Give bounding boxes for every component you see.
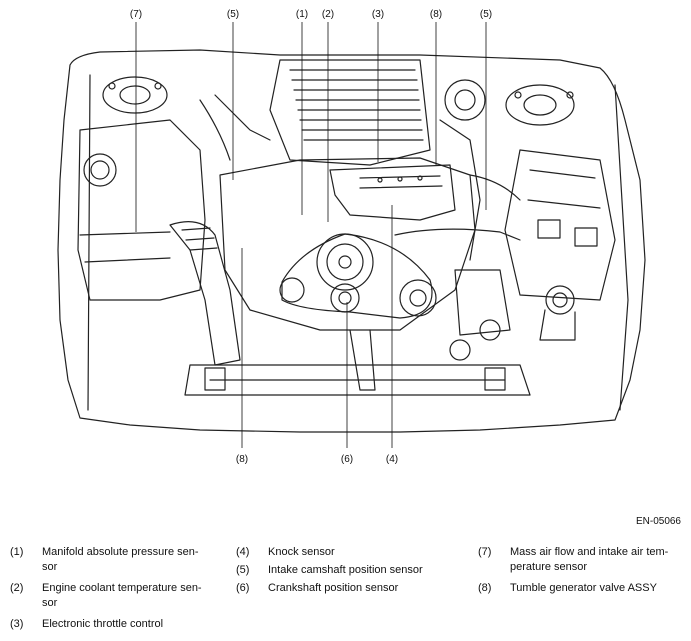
front-crossmember — [184, 364, 531, 396]
air-cleaner-box — [77, 119, 206, 301]
pulley-right — [399, 279, 437, 317]
legend-text: Intake camshaft position sensor — [268, 564, 423, 576]
legend-text: Tumble generator valve ASSY — [510, 582, 657, 594]
callout-1-top: (1) — [296, 9, 308, 20]
legend-num: (6) — [236, 582, 250, 594]
legend-num: (2) — [10, 582, 24, 594]
legend-text: Crankshaft position sensor — [268, 582, 399, 594]
callout-5-top-right: (5) — [480, 9, 492, 20]
legend-num: (3) — [10, 618, 24, 630]
left-strut-tower — [102, 76, 168, 114]
right-strut-tower — [505, 84, 575, 126]
legend-text: Manifold absolute pressure sen- — [42, 546, 199, 558]
intake-duct — [169, 221, 241, 366]
legend-num: (4) — [236, 546, 250, 558]
drive-belt — [281, 233, 433, 319]
legend-num: (1) — [10, 546, 24, 558]
pulley-left — [279, 277, 305, 303]
callout-3-top: (3) — [372, 9, 384, 20]
callout-2-top: (2) — [322, 9, 334, 20]
engine-compartment-diagram: (7) (5) (1) (2) (3) (8) (5) (8) (6) (4) — [57, 9, 646, 465]
legend-text-cont: sor — [42, 597, 58, 609]
legend-item-5: (5) Intake camshaft position sensor — [236, 563, 456, 579]
legend-item-7: (7) Mass air flow and intake air tem- pe… — [478, 545, 688, 577]
callout-4-bottom: (4) — [386, 454, 398, 465]
legend-text: Knock sensor — [268, 546, 335, 558]
legend-item-6: (6) Crankshaft position sensor — [236, 581, 456, 597]
legend-text: Mass air flow and intake air tem- — [510, 546, 669, 558]
callout-7-top: (7) — [130, 9, 142, 20]
legend-num: (8) — [478, 582, 492, 594]
legend-text-cont: perature sensor — [510, 561, 588, 573]
legend-text: Engine coolant temperature sen- — [42, 582, 202, 594]
callout-8-bottom: (8) — [236, 454, 248, 465]
intercooler — [269, 59, 431, 166]
reservoir-cap — [83, 153, 117, 187]
legend-item-3: (3) Electronic throttle control — [10, 617, 230, 633]
body-outline — [57, 49, 646, 433]
crank-pulley — [330, 283, 360, 313]
legend-item-1: (1) Manifold absolute pressure sen- sor — [10, 545, 230, 577]
reservoir-right — [545, 285, 575, 315]
legend-text-cont: sor — [42, 561, 58, 573]
legend-item-2: (2) Engine coolant temperature sen- sor — [10, 581, 230, 613]
intake-manifold — [329, 164, 456, 221]
legend-num: (5) — [236, 564, 250, 576]
battery-area — [504, 149, 616, 301]
callout-6-bottom: (6) — [341, 454, 353, 465]
callout-5-top-left: (5) — [227, 9, 239, 20]
legend-text: Electronic throttle control — [42, 618, 164, 630]
legend-item-8: (8) Tumble generator valve ASSY — [478, 581, 688, 597]
legend-num: (7) — [478, 546, 492, 558]
callout-8-top: (8) — [430, 9, 442, 20]
legend-item-4: (4) Knock sensor — [236, 545, 456, 561]
figure-id: EN-05066 — [635, 516, 681, 527]
